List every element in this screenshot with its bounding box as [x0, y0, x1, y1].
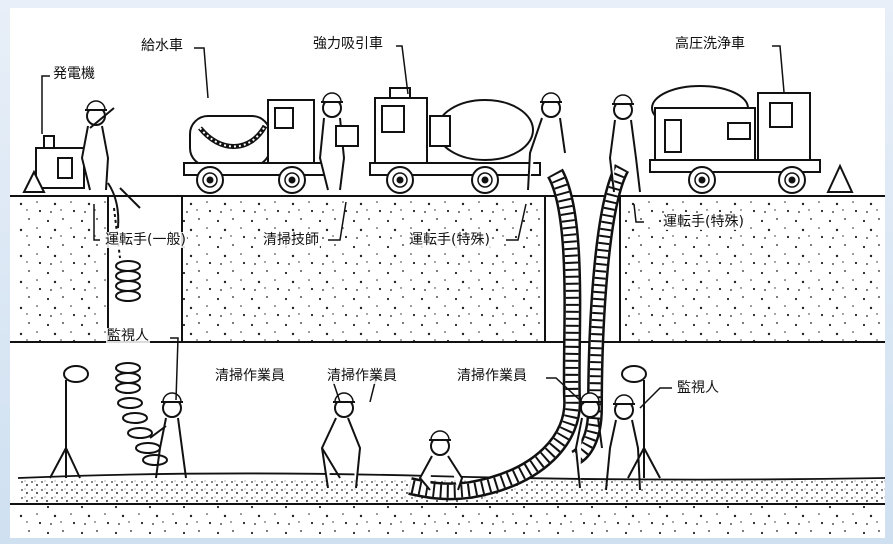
traffic-cone-right [826, 163, 854, 193]
callout-leaders [41, 45, 785, 409]
water-truck [183, 99, 325, 194]
label-cleaning-worker-3: 清掃作業員 [456, 368, 528, 384]
label-water-truck: 給水車 [140, 38, 184, 54]
label-driver-general: 運転手(一般) [104, 232, 187, 248]
washer-hose [570, 164, 630, 466]
label-cleaning-worker-2: 清掃作業員 [326, 368, 398, 384]
sewer-cleaning-diagram: 発電機 給水車 強力吸引車 高圧洗浄車 運転手(一般) 清掃技師 運転手(特殊)… [10, 8, 885, 538]
label-generator: 発電機 [52, 66, 96, 82]
suction-truck [369, 87, 541, 194]
ground-right [619, 195, 885, 343]
label-cleaning-worker-1: 清掃作業員 [214, 368, 286, 384]
ground-middle [181, 195, 546, 343]
hp-washer-truck [649, 85, 821, 194]
label-suction-truck: 強力吸引車 [312, 36, 384, 52]
ladder-coils-left [107, 182, 168, 466]
label-driver-special-1: 運転手(特殊) [408, 232, 491, 248]
workers [80, 92, 641, 491]
label-hp-washer-truck: 高圧洗浄車 [674, 36, 746, 52]
manhole-shaft-left [107, 196, 183, 342]
label-watcher-right: 監視人 [676, 380, 720, 396]
suction-hose [408, 168, 582, 501]
scene-drawing [10, 45, 885, 536]
generator-machine [22, 135, 85, 193]
label-cleaning-engineer: 清掃技師 [262, 232, 320, 248]
work-lights [49, 365, 661, 479]
label-driver-special-2: 運転手(特殊) [662, 214, 745, 230]
label-watcher-left: 監視人 [106, 328, 150, 344]
